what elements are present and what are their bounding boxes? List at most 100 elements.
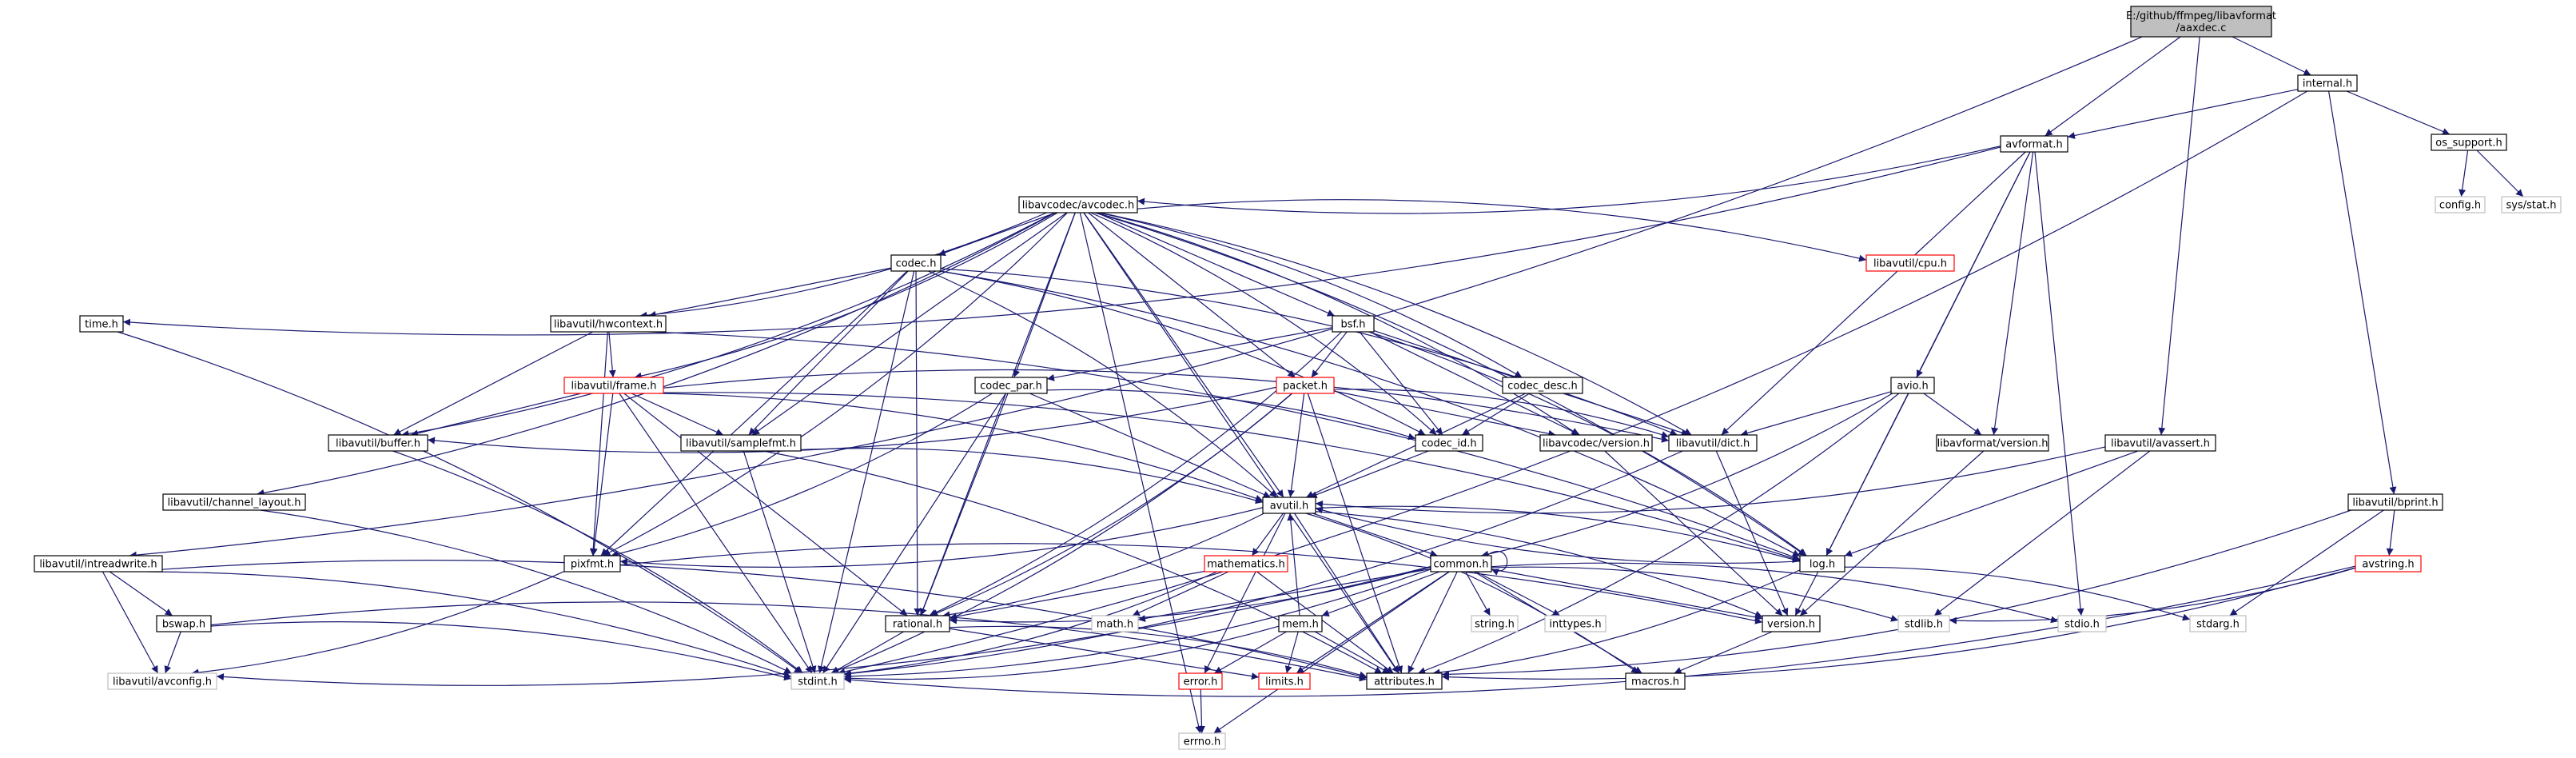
node-bprint[interactable]: libavutil/bprint.h [2347,493,2443,511]
edge-mathematics-to-rational [949,570,1205,620]
edge-codec-to-stdint [818,270,915,674]
node-frame[interactable]: libavutil/frame.h [563,377,664,394]
edge-avcodec-to-codec [938,212,1057,257]
node-errno[interactable]: errno.h [1178,732,1226,750]
edge-mem-to-attributes [1314,631,1391,674]
node-avassert[interactable]: libavutil/avassert.h [2104,434,2216,452]
node-label: /aaxdec.c [2176,22,2227,34]
edge-layer [102,36,2524,734]
node-packet[interactable]: packet.h [1276,377,1335,394]
node-codec-id[interactable]: codec_id.h [1415,434,1483,452]
node-attributes[interactable]: attributes.h [1366,672,1443,690]
node-avstring[interactable]: avstring.h [2355,555,2422,572]
node-log[interactable]: log.h [1799,555,1845,572]
node-label: libavutil/avconfig.h [113,676,212,688]
node-bsf[interactable]: bsf.h [1332,315,1375,333]
node-lavf-version[interactable]: libavformat/version.h [1936,434,2049,452]
node-avio[interactable]: avio.h [1890,377,1935,394]
node-label: libavutil/intreadwrite.h [39,559,157,571]
node-samplefmt[interactable]: libavutil/samplefmt.h [680,434,802,452]
node-stdarg[interactable]: stdarg.h [2189,615,2247,632]
node-stdint[interactable]: stdint.h [790,672,845,690]
node-stdio[interactable]: stdio.h [2057,615,2107,632]
node-label: log.h [1810,559,1835,571]
node-macros[interactable]: macros.h [1625,672,1686,690]
node-inttypes[interactable]: inttypes.h [1544,615,1607,632]
edge-avutil-to-common [1312,513,1438,557]
node-box [1471,615,1519,632]
edge-bsf-to-log [1368,331,1807,557]
node-box [2435,196,2486,213]
node-limits[interactable]: limits.h [1258,672,1311,690]
node-time[interactable]: time.h [79,315,124,333]
node-common[interactable]: common.h [1430,555,1492,572]
node-aaxdec[interactable]: E:/github/ffmpeg/libavformat/aaxdec.c [2126,6,2276,38]
node-string[interactable]: string.h [1471,615,1519,632]
node-label: avstring.h [2362,559,2414,571]
node-avformat[interactable]: avformat.h [2000,135,2068,153]
node-avutil[interactable]: avutil.h [1262,497,1316,514]
edge-codec_id-to-avutil [1309,450,1429,498]
node-stdlib[interactable]: stdlib.h [1897,615,1950,632]
edge-common-to-errno [1213,571,1450,734]
node-error[interactable]: error.h [1178,672,1223,690]
node-buffer[interactable]: libavutil/buffer.h [328,434,428,452]
edge-bswap-to-attributes [210,601,1368,682]
node-mem[interactable]: mem.h [1278,615,1323,632]
node-codec-par[interactable]: codec_par.h [974,377,1048,394]
node-label: pixfmt.h [571,559,614,571]
node-label: libavutil/hwcontext.h [554,319,663,331]
edge-bsf-to-codec_id [1359,331,1443,436]
node-box [1204,555,1288,572]
edge-hwcontext-to-pixfmt [589,331,608,557]
node-label: sys/stat.h [2506,200,2557,212]
node-label: time.h [85,319,118,331]
node-label: error.h [1184,676,1218,688]
edge-frame-to-stdint [619,393,813,674]
node-intreadwrite[interactable]: libavutil/intreadwrite.h [34,555,163,572]
node-os-support[interactable]: os_support.h [2431,134,2507,151]
edge-frame-to-buffer [410,393,582,437]
node-internal[interactable]: internal.h [2297,74,2358,92]
node-codec[interactable]: codec.h [890,254,942,272]
node-avcodec[interactable]: libavcodec/avcodec.h [1018,196,1138,213]
node-cpu[interactable]: libavutil/cpu.h [1865,254,1955,272]
edge-hwcontext-to-buffer [393,331,593,436]
node-channel-layout[interactable]: libavutil/channel_layout.h [162,493,306,511]
edge-bsf-to-rational [929,331,1342,616]
node-label: packet.h [1283,381,1328,393]
edge-common-to-rational [949,566,1431,624]
node-rational[interactable]: rational.h [885,615,950,632]
node-avconfig[interactable]: libavutil/avconfig.h [107,672,217,690]
node-dict[interactable]: libavutil/dict.h [1668,434,1758,452]
edge-avio-to-dict [1740,391,1892,437]
edge-packet-to-attributes [1307,393,1403,674]
edge-avassert-to-avutil [1315,446,2106,514]
edge-avcodec-to-channel_layout [257,212,1056,497]
node-version[interactable]: version.h [1762,615,1821,632]
edge-internal-to-bprint [2328,90,2397,495]
node-codec-desc[interactable]: codec_desc.h [1502,377,1583,394]
edge-common-to-stdio [1491,562,2059,624]
node-mathematics[interactable]: mathematics.h [1204,555,1288,572]
node-box [1415,434,1483,452]
edge-bprint-to-avstring [2386,509,2395,557]
node-hwcontext[interactable]: libavutil/hwcontext.h [550,315,667,333]
edge-mathematics-to-attributes [1256,571,1394,674]
node-box [107,672,217,690]
edge-codec_par-to-stdint [822,393,1006,674]
edge-avformat-to-avcodec [1137,146,2001,214]
node-bswap[interactable]: bswap.h [156,615,212,632]
edge-aaxdec-to-avassert [2158,36,2200,436]
node-box [1865,254,1955,272]
node-label: inttypes.h [1549,619,1601,631]
edge-lavc_version-to-version [1604,450,1783,616]
node-label: libavutil/buffer.h [336,438,420,450]
node-config[interactable]: config.h [2435,196,2486,213]
node-pixfmt[interactable]: pixfmt.h [563,555,621,572]
node-math[interactable]: math.h [1091,615,1139,632]
node-box [563,377,664,394]
node-sysstat[interactable]: sys/stat.h [2501,196,2562,213]
node-lavc-version[interactable]: libavcodec/version.h [1539,434,1653,452]
